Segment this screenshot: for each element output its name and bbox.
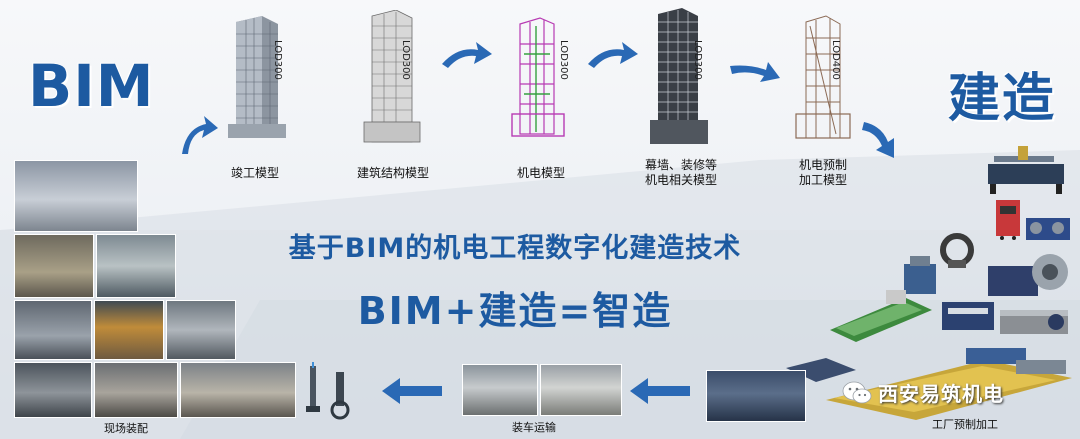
bending-machine — [934, 230, 980, 270]
as-built-model-icon — [228, 16, 286, 138]
site-photo — [180, 362, 296, 418]
structure-model-icon — [363, 10, 421, 143]
model-mep — [510, 14, 566, 140]
pipe-cutting-machine — [826, 290, 936, 342]
bim-title: BIM — [28, 52, 155, 120]
model-lod: LOD300 — [692, 40, 703, 80]
prefab-model-icon — [795, 15, 851, 139]
model-curtain-wall — [650, 8, 708, 148]
model-lod: LOD400 — [830, 40, 841, 80]
model-caption: 建筑结构模型 — [356, 166, 429, 180]
production-line-machine — [786, 340, 1072, 420]
seaming-machine — [900, 256, 940, 300]
site-photo — [14, 234, 94, 298]
model-structure — [362, 10, 422, 146]
duct-line-machine — [996, 300, 1072, 340]
plasma-cutter-machine — [984, 146, 1068, 194]
transport-photo — [540, 364, 622, 416]
transport-photo — [462, 364, 538, 416]
model-caption: 幕墙、装修等 机电相关模型 — [644, 158, 717, 187]
arrow-icon — [588, 42, 638, 68]
site-caption: 现场装配 — [104, 422, 148, 435]
site-photo — [166, 300, 236, 360]
site-photo — [94, 362, 178, 418]
welding-machine — [994, 196, 1022, 240]
arrow-icon — [182, 116, 218, 154]
arrow-left-icon — [382, 378, 442, 404]
site-photo — [14, 300, 92, 360]
arrow-left-icon — [630, 378, 690, 404]
roll-forming-machine — [1022, 208, 1074, 248]
factory-photo — [706, 370, 806, 422]
mep-model-icon — [511, 17, 565, 137]
transport-caption: 装车运输 — [512, 421, 556, 434]
site-photo — [94, 300, 164, 360]
model-caption: 竣工模型 — [230, 166, 279, 180]
site-photo — [14, 160, 138, 232]
model-as-built — [222, 14, 288, 142]
model-prefab — [794, 14, 852, 142]
arrow-icon — [862, 122, 894, 158]
arrow-icon — [730, 62, 780, 82]
model-lod: LOD300 — [272, 40, 283, 80]
site-photo — [96, 234, 176, 298]
construction-title: 建造 — [947, 69, 1056, 129]
model-caption: 机电预制 加工模型 — [798, 158, 847, 187]
headline: 基于BIM的机电工程数字化建造技术 — [288, 233, 742, 264]
model-lod: LOD300 — [558, 40, 569, 80]
formula: BIM+建造=智造 — [357, 289, 673, 333]
model-caption: 机电模型 — [516, 166, 565, 180]
model-lod: LOD300 — [400, 40, 411, 80]
curtain-wall-model-icon — [650, 8, 708, 144]
watermark-text: 西安易筑机电 — [878, 382, 1004, 406]
shearing-machine — [938, 296, 998, 336]
site-photo — [14, 362, 92, 418]
factory-caption: 工厂预制加工 — [932, 418, 998, 431]
arrow-icon — [442, 42, 492, 68]
pipe-spool-icon — [306, 362, 350, 420]
wechat-watermark: 西安易筑机电 — [842, 378, 1004, 407]
wechat-icon — [842, 381, 872, 403]
spiral-duct-machine — [982, 246, 1072, 302]
